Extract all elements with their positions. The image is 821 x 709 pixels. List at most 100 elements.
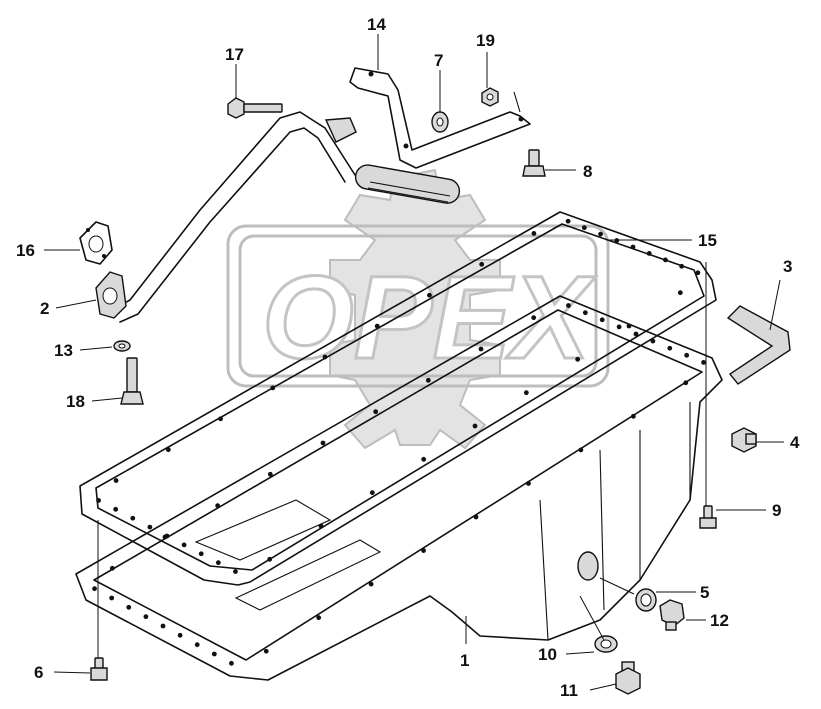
callout-13: 13 — [54, 341, 73, 360]
bolt-hole — [523, 390, 529, 396]
bolt-hole — [578, 447, 584, 453]
washer-5 — [635, 588, 657, 612]
plug-11 — [615, 661, 641, 695]
bolt-hole — [646, 251, 652, 256]
bolt-hole — [96, 498, 101, 503]
washer-7 — [431, 111, 449, 133]
bolt-hole — [211, 651, 217, 657]
bolt-hole — [263, 648, 269, 654]
bolt-hole — [233, 569, 238, 574]
bolt-hole — [684, 352, 690, 358]
bolt-9 — [699, 505, 717, 529]
washer-13 — [113, 340, 131, 352]
bolt-hole — [109, 565, 115, 571]
flange-2 — [95, 271, 127, 319]
bolt-hole — [147, 524, 153, 530]
bolt-hole — [630, 413, 636, 419]
bolt-hole — [198, 551, 204, 557]
bolt-hole — [160, 623, 166, 629]
callout-12: 12 — [710, 611, 729, 630]
bolt-hole — [229, 660, 234, 666]
callout-1: 1 — [460, 651, 469, 670]
bolt-hole — [194, 642, 200, 648]
bolt-hole — [143, 614, 149, 620]
bolt-hole — [113, 506, 119, 512]
bolt-hole — [598, 231, 603, 237]
bolt-hole — [599, 317, 605, 323]
bolt-hole — [683, 380, 689, 386]
bolt-hole — [473, 514, 479, 520]
bolt-hole — [663, 257, 668, 263]
bolt-6 — [90, 657, 108, 681]
callout-6: 6 — [34, 663, 43, 682]
bolt-8 — [522, 149, 546, 177]
bolt-hole — [109, 595, 115, 601]
bolt-hole — [316, 615, 322, 621]
bolt-hole — [701, 360, 706, 365]
callout-18: 18 — [66, 392, 85, 411]
bolt-hole — [320, 440, 326, 446]
washer-10 — [594, 635, 618, 653]
bolt-hole — [421, 548, 426, 553]
bolt-hole — [633, 331, 639, 337]
bolt-hole — [130, 515, 136, 521]
plug-4 — [731, 427, 757, 453]
bolt-hole — [531, 315, 537, 321]
bolt-hole — [374, 323, 380, 329]
bolt-hole — [630, 244, 636, 250]
oil-pan-1 — [75, 295, 723, 681]
bolt-hole — [575, 356, 581, 362]
callout-19: 19 — [476, 31, 495, 50]
gasket-16 — [79, 221, 113, 265]
bolt-hole — [165, 447, 171, 453]
callout-3: 3 — [783, 257, 792, 276]
bolt-hole — [650, 338, 656, 344]
watermark-text: OPEX — [262, 252, 596, 384]
bolt-18 — [120, 357, 144, 405]
bolt-hole — [267, 556, 273, 562]
bolt-hole — [215, 560, 221, 566]
bolt-hole — [581, 225, 587, 231]
bolt-hole — [614, 238, 620, 243]
bolt-hole — [215, 503, 221, 509]
callout-7: 7 — [434, 51, 443, 70]
bolt-hole — [181, 542, 187, 548]
bolt-hole — [425, 377, 431, 383]
oil-pan-holes — [92, 303, 706, 666]
bolt-hole — [531, 231, 537, 236]
bolt-hole — [479, 261, 485, 267]
bolt-hole — [677, 290, 683, 296]
plug-12 — [659, 599, 685, 631]
callout-8: 8 — [583, 162, 592, 181]
bolt-17 — [227, 97, 283, 119]
bolt-hole — [270, 385, 276, 391]
bolt-hole — [126, 604, 132, 610]
bolt-hole — [322, 354, 328, 360]
bolt-hole — [162, 534, 168, 540]
bolt-hole — [369, 490, 375, 496]
callout-2: 2 — [40, 299, 49, 318]
bolt-hole — [218, 416, 223, 422]
callout-14: 14 — [367, 15, 386, 34]
gasket-15 — [79, 211, 717, 586]
gasket-15-holes — [96, 218, 701, 574]
bolt-hole — [667, 345, 673, 351]
callouts: 14 19 7 17 8 16 2 13 18 15 3 4 9 5 12 10… — [16, 15, 800, 700]
callout-11: 11 — [560, 681, 578, 700]
callout-9: 9 — [772, 501, 781, 520]
seal-3 — [726, 305, 791, 385]
bolt-hole — [566, 303, 571, 308]
bracket-14 — [349, 67, 531, 169]
bolt-hole — [565, 218, 571, 224]
bolt-hole — [616, 324, 622, 330]
bolt-hole — [526, 481, 531, 486]
callout-5: 5 — [700, 583, 709, 602]
callout-4: 4 — [790, 433, 800, 452]
bolt-hole — [113, 478, 119, 483]
bolt-hole — [478, 346, 484, 352]
bolt-hole — [421, 456, 427, 462]
bolt-hole — [582, 310, 588, 316]
bolt-hole — [695, 270, 701, 276]
bolt-hole — [177, 632, 183, 638]
